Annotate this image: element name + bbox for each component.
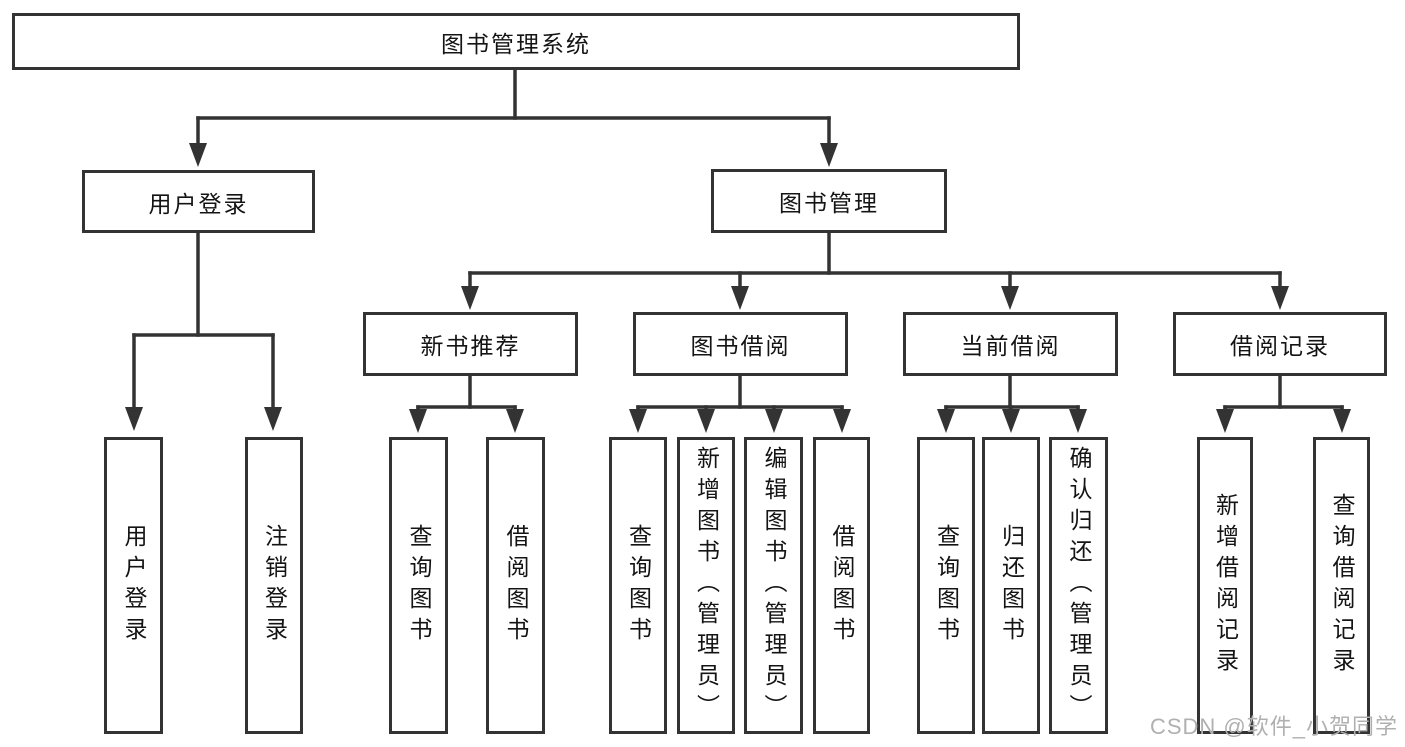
node-user-login-branch: 用户登录: [82, 170, 315, 233]
leaf-records-add-record: 新增借阅记录: [1197, 437, 1253, 734]
node-library-management-system: 图书管理系统: [12, 13, 1020, 70]
leaf-user-login: 用户登录: [104, 437, 163, 734]
leaf-borrowing-edit-books-admin: 编辑图书（管理员）: [744, 437, 803, 734]
node-current-borrowing: 当前借阅: [903, 312, 1118, 376]
node-new-book-recommend: 新书推荐: [363, 312, 578, 376]
csdn-watermark: CSDN @软件_小贺同学: [1149, 714, 1398, 739]
leaf-records-query-record: 查询借阅记录: [1313, 437, 1370, 734]
leaf-recommend-borrow-books: 借阅图书: [486, 437, 545, 734]
leaf-current-query-books: 查询图书: [917, 437, 975, 734]
leaf-logout: 注销登录: [245, 437, 303, 734]
leaf-current-return-books: 归还图书: [982, 437, 1040, 734]
leaf-borrowing-add-books-admin: 新增图书（管理员）: [677, 437, 735, 734]
node-book-management-branch: 图书管理: [711, 169, 947, 233]
leaf-borrowing-borrow-books: 借阅图书: [813, 437, 870, 734]
leaf-recommend-query-books: 查询图书: [389, 437, 448, 734]
node-borrowing-records: 借阅记录: [1173, 312, 1387, 376]
leaf-borrowing-query-books: 查询图书: [609, 437, 667, 734]
leaf-current-confirm-return-admin: 确认归还（管理员）: [1049, 437, 1108, 734]
node-book-borrowing: 图书借阅: [633, 312, 848, 376]
